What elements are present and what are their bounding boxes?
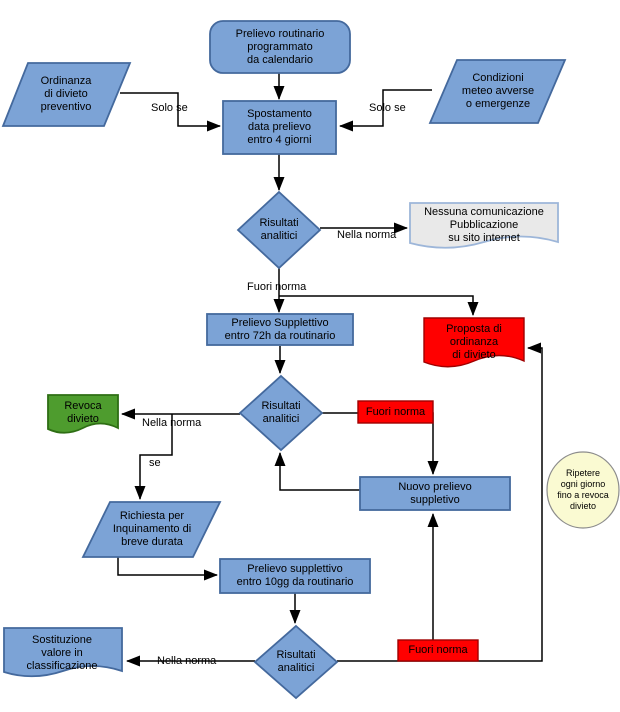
risultati-2-shape xyxy=(238,374,324,452)
richiesta-inquinamento-shape xyxy=(81,501,222,558)
prelievo-10gg-shape xyxy=(219,558,371,594)
revoca-divieto-shape xyxy=(47,394,119,434)
edge-fuori-norma-to-proposta xyxy=(279,295,479,316)
edge-nuovo-prelievo-to-risultati2 xyxy=(274,452,360,491)
edge-ordinanza-to-spostamento xyxy=(120,92,221,132)
risultati-3-shape xyxy=(253,624,339,700)
fuori-norma-tag-1-shape xyxy=(357,400,434,424)
ripetere-shape xyxy=(546,451,620,529)
condizioni-meteo-shape xyxy=(428,59,567,124)
prelievo-72h-shape xyxy=(206,313,354,346)
sostituzione-shape xyxy=(3,627,123,678)
spostamento-shape xyxy=(222,100,337,155)
node-shapes xyxy=(1,20,620,700)
edge-condizioni-to-spostamento xyxy=(339,89,432,132)
ordinanza-preventivo-shape xyxy=(1,62,132,127)
fuori-norma-tag-2-shape xyxy=(397,639,479,662)
proposta-ordinanza-shape xyxy=(423,317,525,368)
edge-se-to-richiesta xyxy=(134,414,173,500)
risultati-1-shape xyxy=(236,190,322,270)
edge-richiesta-to-10gg xyxy=(117,557,218,581)
prelievo-routinario-shape xyxy=(209,20,351,74)
nessuna-comunicazione-shape xyxy=(409,202,559,249)
nuovo-prelievo-shape xyxy=(359,476,511,511)
